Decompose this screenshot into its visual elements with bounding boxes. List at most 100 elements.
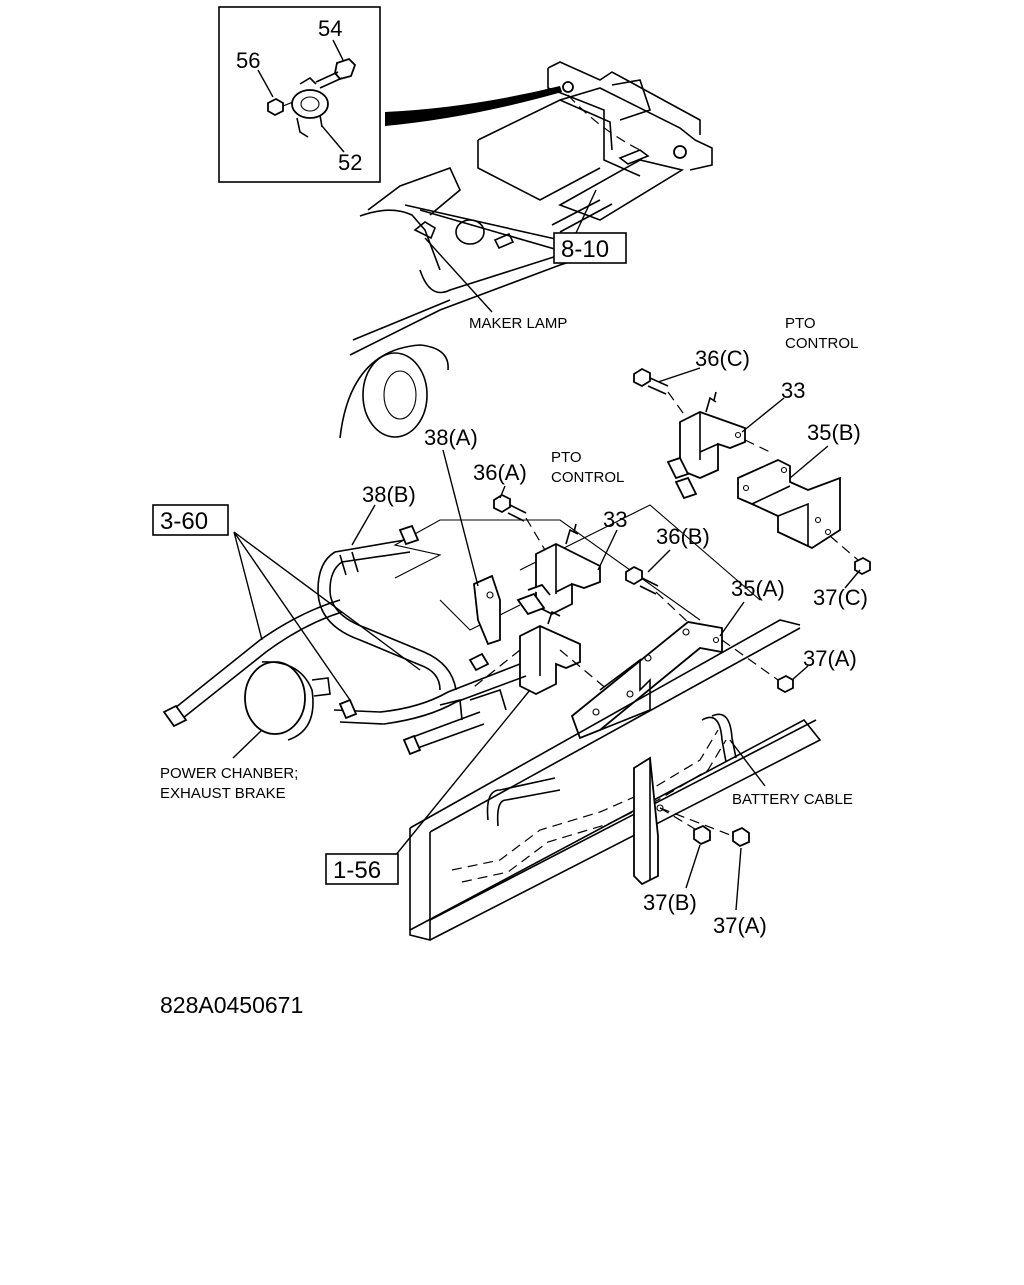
nut-56 [267,97,284,117]
bolt-36b-axis [655,591,691,625]
bracket-35a-fold [599,658,651,731]
lever-38a-pivot [486,591,494,599]
rail-bottom-flange [409,718,822,941]
lamp-52-lens [300,96,320,112]
nut-37a-lower [732,826,750,848]
hose-lower-b [339,675,527,725]
bolt-36a-axis [525,517,546,551]
label-37c: 37(C) [813,585,868,610]
ref-8-10[interactable]: 8-10 [553,189,627,264]
label-37a-right: 37(A) [803,646,857,671]
caption-pto-mid-2: CONTROL [551,469,624,486]
leader-3-60 [233,531,421,701]
cab-rail [404,204,566,253]
body-lower-edge [349,251,601,356]
ref-1-56[interactable]: 1-56 [325,853,399,885]
leader-52 [321,125,345,153]
label-54: 54 [318,16,342,41]
power-chamber-port [311,677,331,697]
bracket-35b-hole-4 [824,528,832,536]
leader-54 [332,39,344,61]
leader-battery-cable [729,739,766,787]
hose-valve-fitting [402,734,422,756]
bracket-35b-hole-3 [814,516,822,524]
ref-label-3-60: 3-60 [160,508,208,535]
switch-block-lower-clip [547,610,561,625]
leader-8-10 [575,189,597,234]
inset-detail: 54 56 52 [218,6,381,183]
frame-side-rail-lower [551,199,613,233]
bolt-36c-head [633,367,651,388]
bracket-33-upper-clip [705,391,717,413]
hose-valve-left [409,711,485,751]
leader-38a [442,449,479,587]
body-lower-edge-2 [352,299,451,341]
leader-maker-lamp [424,237,493,313]
leader-36c [657,367,701,383]
caption-pto-mid-1: PTO [551,449,582,466]
marker-lamp-body [413,221,436,240]
hose-left-b [177,611,343,723]
leader-37a-lower [735,847,742,911]
bracket-35b-hole-2 [780,466,788,474]
bolt-54-shank [315,71,343,89]
bracket-35a-hole-5 [712,636,720,644]
power-chamber [244,661,306,735]
nut-37b [693,824,711,846]
label-52: 52 [338,150,362,175]
bolt-36c-axis [667,391,689,421]
ref-3-60[interactable]: 3-60 [152,504,229,536]
pto-switch-lower [516,583,551,616]
hose-38b-upper-a [317,539,441,691]
label-36b: 36(B) [656,524,710,549]
rail-web-lower [429,719,817,921]
cab-round-part [455,219,485,245]
lamp-52-bracket [296,114,323,138]
bracket-35a-hole-4 [682,628,690,636]
frame-rear [559,87,713,171]
cab-fender [367,166,461,216]
ref-box-3-60 [152,504,229,536]
wheel-hub [383,370,417,420]
bracket-33-upper [679,411,746,479]
hose-38b-upper-b [329,551,457,691]
leader-37a-right [791,665,809,681]
nut-56-axis [282,101,294,107]
ref-box-1-56 [325,853,399,885]
cable-loop [486,777,561,827]
hanger-plate-hole [656,804,664,812]
leader-37b [685,844,701,889]
wheel [362,352,428,438]
drawing-code: 828A0450671 [160,992,303,1018]
leader-36b [647,549,671,573]
hanger-plate [633,756,659,886]
caption-power-2: EXHAUST BRAKE [160,785,286,802]
lamp-52-body [291,89,329,119]
hose-lower-fitting [338,698,358,720]
caption-pto-top-2: CONTROL [785,335,858,352]
frame-side-rail [558,159,685,221]
battery-cable-end [701,713,737,763]
caption-pto-top-1: PTO [785,315,816,332]
caption-maker-lamp: MAKER LAMP [469,315,567,332]
ref-label-1-56: 1-56 [333,857,381,884]
pto-middle-assembly [162,449,809,759]
leader-33-upper [741,397,785,433]
frame-connector [618,149,650,165]
upper-chassis [339,61,713,439]
leader-38b [351,504,376,546]
label-35b: 35(B) [807,420,861,445]
nut-37c [854,556,871,576]
leader-1-56 [394,689,531,857]
label-56: 56 [236,48,260,73]
hose-valve-body [439,688,507,721]
bracket-35b-fold [751,485,809,546]
harness-top [567,94,641,151]
bolt-36b-shank [639,577,659,595]
leader-35b [789,445,829,479]
label-35a: 35(A) [731,576,785,601]
hose-left-fitting [162,704,188,728]
bracket-33-lower-clip [565,523,579,545]
bolt-36a-head [493,493,511,514]
bolt-36b-head [625,565,643,586]
